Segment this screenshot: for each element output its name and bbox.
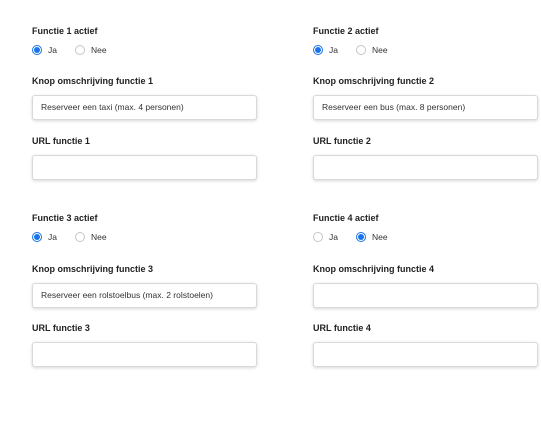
- function-1-no-label[interactable]: Nee: [90, 45, 107, 55]
- function-3-no-radio[interactable]: [74, 232, 85, 242]
- function-3-yes-radio[interactable]: [32, 232, 42, 242]
- function-2-panel: Functie 2 actief Ja Nee Knop omschrijvin…: [313, 26, 538, 180]
- function-4-no-option[interactable]: Nee: [355, 232, 388, 242]
- function-1-button-input[interactable]: Reserveer een taxi (max. 4 personen): [32, 95, 257, 120]
- function-4-url-label: URL functie 4: [313, 323, 371, 333]
- function-4-yes-radio[interactable]: [313, 232, 323, 242]
- function-3-active-radio-group: Ja Nee: [32, 231, 257, 243]
- function-3-url-label: URL functie 3: [32, 323, 90, 333]
- function-1-yes-radio[interactable]: [32, 45, 42, 55]
- function-2-button-label: Knop omschrijving functie 2: [313, 76, 435, 86]
- function-1-url-label: URL functie 1: [32, 136, 90, 146]
- function-2-url-input[interactable]: [313, 155, 538, 180]
- function-2-button-input[interactable]: Reserveer een bus (max. 8 personen): [313, 95, 538, 120]
- function-2-yes-label[interactable]: Ja: [329, 45, 338, 55]
- function-1-no-radio[interactable]: [74, 45, 85, 55]
- function-1-active-radio-group: Ja Nee: [32, 44, 257, 56]
- function-4-panel: Functie 4 actief Ja Nee Knop omschrijvin…: [313, 213, 538, 367]
- function-2-yes-radio[interactable]: [313, 45, 323, 55]
- function-3-yes-label[interactable]: Ja: [48, 232, 57, 242]
- function-4-yes-label[interactable]: Ja: [329, 232, 338, 242]
- function-2-active-radio-group: Ja Nee: [313, 44, 538, 56]
- function-1-button-label: Knop omschrijving functie 1: [32, 76, 154, 86]
- function-1-active-label: Functie 1 actief: [32, 26, 98, 36]
- function-1-url-input[interactable]: [32, 155, 257, 180]
- function-4-button-input[interactable]: [313, 283, 538, 308]
- function-1-yes-label[interactable]: Ja: [48, 45, 57, 55]
- function-2-yes-option[interactable]: Ja: [313, 45, 338, 55]
- function-4-active-label: Functie 4 actief: [313, 213, 379, 223]
- function-4-no-radio[interactable]: [355, 232, 366, 242]
- function-2-no-radio[interactable]: [355, 45, 366, 55]
- function-4-yes-option[interactable]: Ja: [313, 232, 338, 242]
- function-1-no-option[interactable]: Nee: [74, 45, 107, 55]
- function-4-url-input[interactable]: [313, 342, 538, 367]
- function-3-active-label: Functie 3 actief: [32, 213, 98, 223]
- function-3-button-input[interactable]: Reserveer een rolstoelbus (max. 2 rolsto…: [32, 283, 257, 308]
- function-4-no-label[interactable]: Nee: [371, 232, 388, 242]
- function-3-no-option[interactable]: Nee: [74, 232, 107, 242]
- function-3-url-input[interactable]: [32, 342, 257, 367]
- function-3-button-label: Knop omschrijving functie 3: [32, 264, 154, 274]
- function-2-url-label: URL functie 2: [313, 136, 371, 146]
- function-1-panel: Functie 1 actief Ja Nee Knop omschrijvin…: [32, 26, 257, 180]
- function-4-button-label: Knop omschrijving functie 4: [313, 264, 435, 274]
- function-2-active-label: Functie 2 actief: [313, 26, 379, 36]
- function-2-no-label[interactable]: Nee: [371, 45, 388, 55]
- function-3-yes-option[interactable]: Ja: [32, 232, 57, 242]
- function-4-active-radio-group: Ja Nee: [313, 231, 538, 243]
- function-3-no-label[interactable]: Nee: [90, 232, 107, 242]
- function-1-yes-option[interactable]: Ja: [32, 45, 57, 55]
- function-2-no-option[interactable]: Nee: [355, 45, 388, 55]
- function-3-panel: Functie 3 actief Ja Nee Knop omschrijvin…: [32, 213, 257, 367]
